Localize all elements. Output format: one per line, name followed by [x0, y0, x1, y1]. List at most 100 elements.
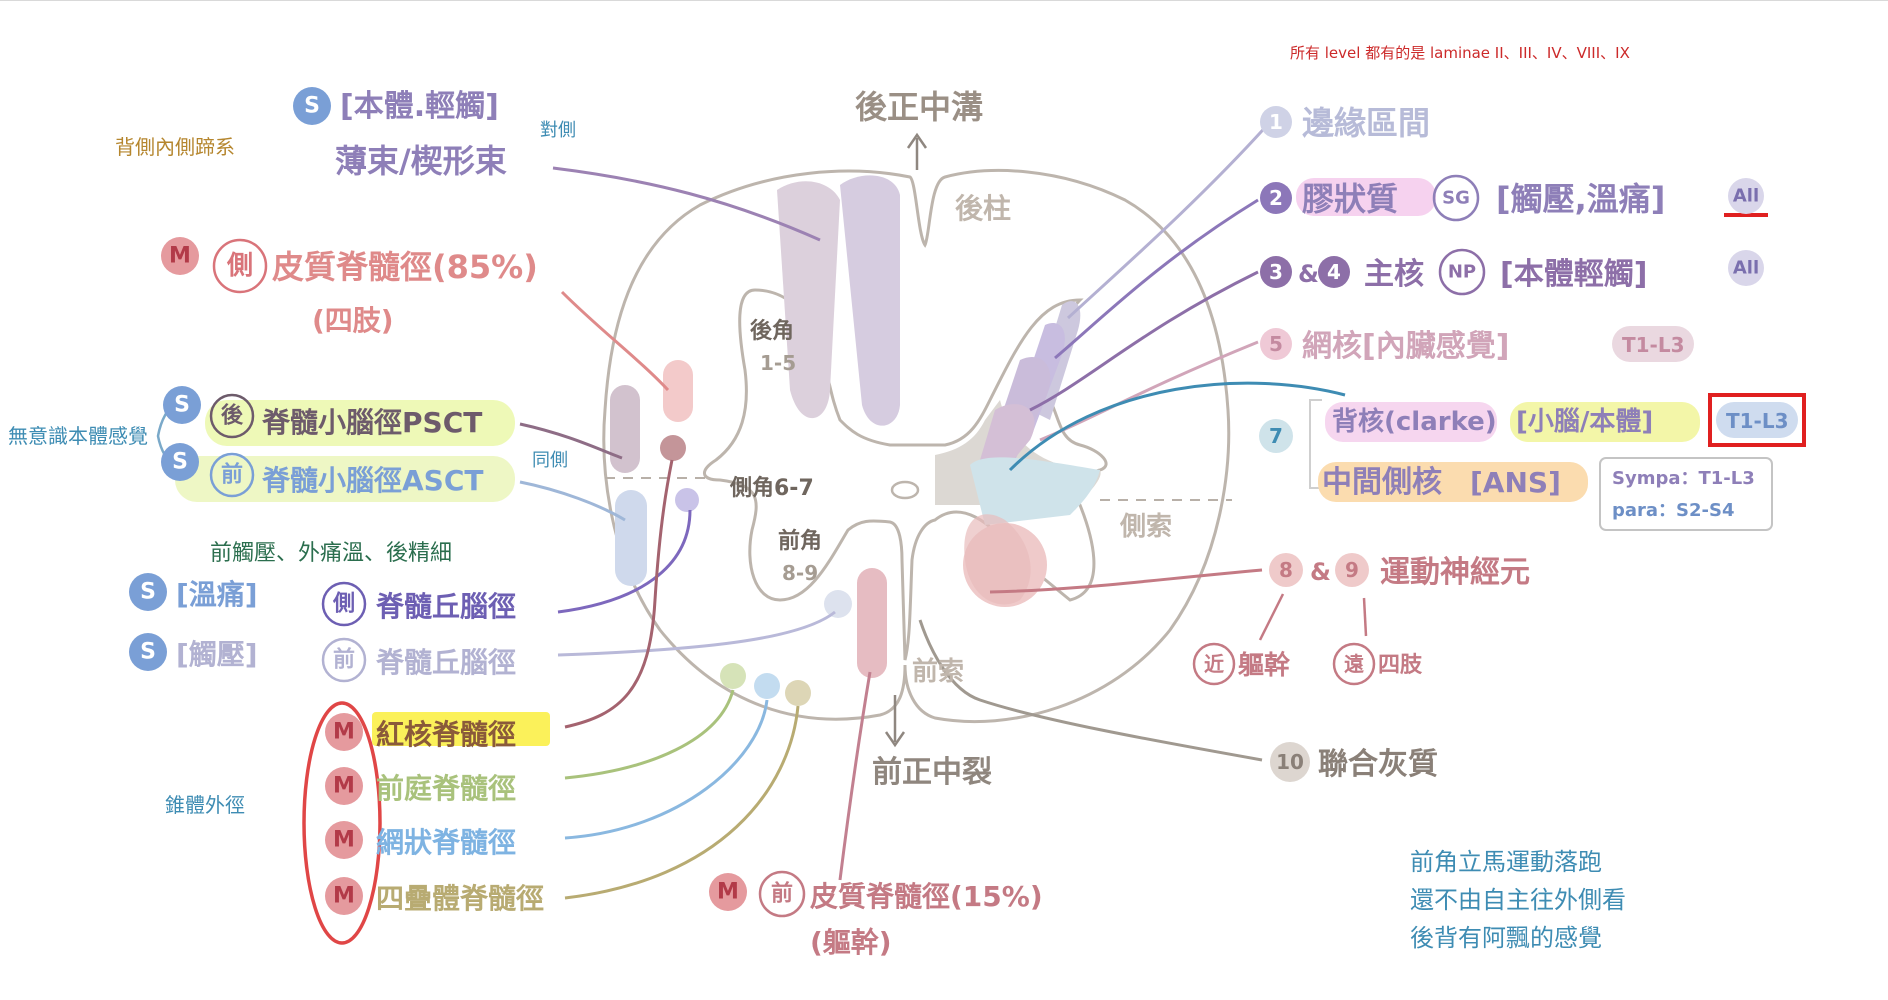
fasciculus-gracilis [777, 181, 840, 419]
lamina-5-badge [1260, 328, 1292, 360]
lateral-funiculus-label: 側索 [1119, 512, 1172, 542]
leader-tecto [564, 705, 800, 900]
lamina-3-badge [1260, 256, 1292, 288]
near-text: 軀幹 [1237, 650, 1291, 681]
leader-lamina-3-4 [1029, 270, 1259, 412]
lamina-7-badge [1259, 419, 1293, 453]
acst-note: (軀幹) [810, 926, 892, 959]
lamina-10-label: 聯合灰質 [1318, 747, 1438, 782]
lamina-9-badge [1335, 553, 1369, 587]
s-badge-asct [161, 443, 199, 481]
lateral-corticospinal-tract [663, 360, 693, 422]
sensory-summary: 前觸壓、外痛溫、後精細 [210, 541, 452, 566]
extrapyramidal-oval [302, 701, 382, 945]
np-label: NP [1448, 262, 1476, 283]
m-badge-reticulo-label: M [333, 828, 355, 853]
lamina-3-num: 3 [1269, 260, 1283, 284]
ans-highlight [1318, 462, 1588, 502]
vestibulospinal-dot [720, 663, 746, 689]
clarke-range-bg [1716, 402, 1798, 438]
reticulospinal-dot [754, 673, 780, 699]
far-arrow [1362, 597, 1368, 637]
astt-circle [321, 637, 367, 683]
lateral-horn-label: 側角6-7 [729, 475, 814, 501]
near-circle [1192, 642, 1236, 686]
posterior-column-label: 後柱 [955, 192, 1011, 225]
s1-text: [本體.輕觸] [340, 89, 499, 124]
acst-circle [758, 870, 806, 918]
lamina-2-badge [1260, 182, 1292, 214]
ipsi-note: 同側 [532, 450, 568, 471]
para-label: para：S2-S4 [1612, 500, 1735, 521]
m-badge-vestibulo [325, 767, 363, 805]
lstt-circle-label: 側 [332, 592, 355, 617]
posterior-arrow-head [906, 132, 928, 149]
np-circle [1438, 248, 1486, 296]
central-canal [890, 480, 920, 500]
near-arrow [1258, 593, 1285, 641]
anterior-spinothalamic-dot [824, 590, 852, 618]
ans-bracket: [ANS] [1470, 466, 1561, 499]
mnemonic-line-1: 前角立馬運動落跑 [1410, 848, 1602, 876]
asct-text: 脊髓小腦徑ASCT [261, 464, 484, 497]
astt-bracket: [觸壓] [176, 638, 258, 671]
lstt-bracket: [溫痛] [176, 578, 258, 611]
leader-reticulo [564, 699, 769, 840]
lateral-spinothalamic-dot [675, 488, 699, 512]
far-text: 四肢 [1378, 653, 1423, 678]
psct-text: 脊髓小腦徑PSCT [261, 406, 482, 439]
dorsal-horn-range: 1-5 [760, 351, 796, 375]
mnemonic-line-2: 還不由自主往外側看 [1410, 886, 1626, 914]
header-note: 所有 level 都有的是 laminae II、III、IV、VIII、IX [1290, 44, 1630, 62]
asct-circle [209, 452, 255, 498]
s-badge-lstt-label: S [140, 580, 156, 605]
lamina-1-num: 1 [1269, 110, 1283, 134]
leader-psct [519, 422, 623, 460]
lamina-8-9-label: 運動神經元 [1380, 555, 1530, 590]
lamina-7-bracket [1309, 399, 1322, 489]
lamina-3-4-bracket: [本體輕觸] [1500, 257, 1647, 292]
dorsal-horn-label: 後角 [750, 318, 794, 344]
clarke-range: T1-L3 [1726, 409, 1789, 433]
lamina-7-num: 7 [1269, 424, 1283, 448]
clarke-bracket: [小腦/本體] [1516, 407, 1653, 437]
lamina-2-num: 2 [1269, 186, 1283, 210]
clarke-bracket-highlight [1510, 402, 1700, 442]
l2-all: All [1733, 186, 1759, 207]
lamina-3-4-name: 主核 [1364, 257, 1424, 292]
s-badge-psct-label: S [174, 393, 190, 418]
leader-acst [838, 671, 872, 881]
l34-all-bg [1728, 250, 1764, 286]
red-highlight-box [1708, 393, 1806, 447]
lamina-1-badge [1260, 106, 1292, 138]
reticulospinal-label: 網狀脊髓徑 [376, 826, 516, 859]
m1-circle-label: 側 [226, 251, 253, 281]
m-badge-1 [161, 237, 199, 275]
m1-note: (四肢) [312, 304, 394, 337]
mnemonic-line-3: 後背有阿飄的感覺 [1410, 924, 1602, 952]
leader-clarke [1008, 381, 1346, 472]
leader-lamina-8-9 [989, 568, 1263, 594]
near-circle-label: 近 [1204, 652, 1224, 676]
top-divider [0, 0, 1888, 1]
acst-text: 皮質脊髓徑(15%) [810, 880, 1043, 913]
m-badge-rubro-label: M [333, 720, 355, 745]
leader-rubro [564, 459, 674, 729]
lamina-5 [980, 404, 1035, 470]
lstt-name: 脊髓丘腦徑 [375, 590, 516, 623]
lamina-8-badge [1269, 553, 1303, 587]
leader-asct [519, 480, 626, 522]
rubrospinal-dot [660, 435, 686, 461]
lateral-horn-ans [970, 457, 1100, 525]
lamina-5-range: T1-L3 [1622, 333, 1685, 357]
lamina-4-badge [1318, 256, 1350, 288]
anterior-arrow-head [884, 731, 906, 748]
tectospinal-dot [785, 680, 811, 706]
acst-circle-label: 前 [771, 881, 793, 907]
astt-circle-label: 前 [333, 647, 355, 673]
fasciculus-label: 薄束/楔形束 [335, 142, 507, 180]
l2-highlight [1296, 178, 1436, 216]
leader-lamina-1 [1066, 120, 1272, 320]
m-badge-1-label: M [169, 244, 191, 269]
